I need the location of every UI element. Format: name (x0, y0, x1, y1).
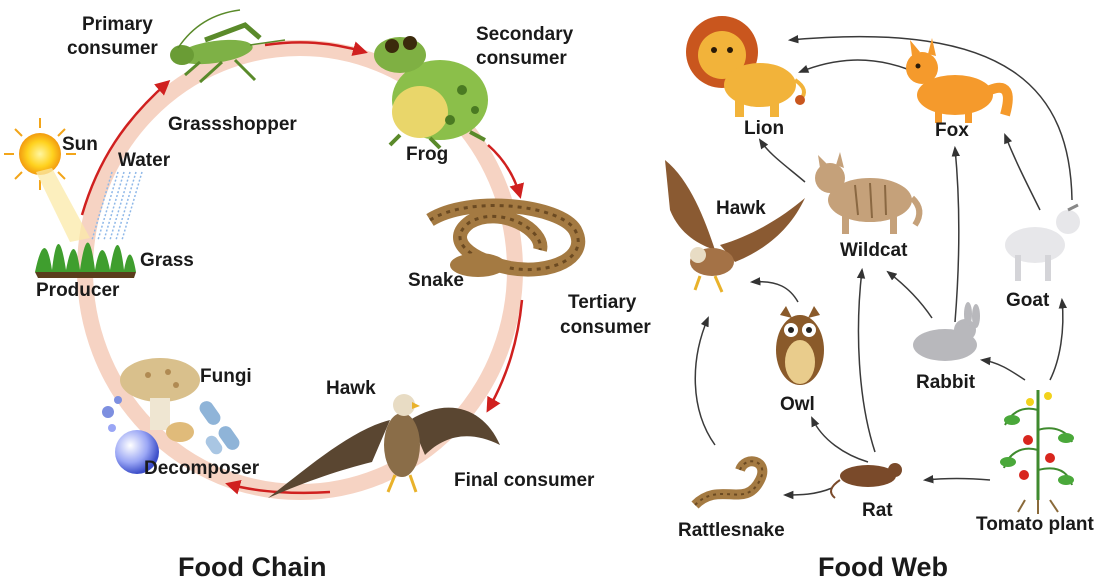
arrow-wildcat-to-lion (760, 140, 805, 182)
arrow-goat-to-fox (1005, 135, 1040, 210)
arrow-rat-to-rattlesnake (785, 488, 832, 495)
label-goat: Goat (1006, 290, 1049, 312)
label-primary-consumer-line1: Primary (82, 14, 153, 36)
rattlesnake-icon (695, 461, 762, 505)
label-snake: Snake (408, 270, 464, 292)
grass-icon (35, 243, 136, 279)
arrow-rabbit-to-wildcat (888, 272, 932, 318)
label-tomato-plant: Tomato plant (976, 514, 1094, 536)
wildcat-icon (815, 152, 919, 234)
label-wildcat: Wildcat (840, 240, 907, 262)
arrow-plant-to-goat (1050, 300, 1063, 380)
label-primary-consumer-line2: consumer (67, 38, 158, 60)
label-hawk-web: Hawk (716, 198, 766, 220)
label-decomposer: Decomposer (144, 458, 259, 480)
arrow-rattlesnake-to-hawk (695, 318, 715, 445)
food-chain-title: Food Chain (178, 552, 326, 583)
fox-icon (906, 38, 1008, 123)
rat-icon (831, 463, 902, 498)
goat-icon (1005, 205, 1080, 281)
arrow-owl-to-hawk (752, 282, 798, 302)
food-chain-diagram (4, 10, 578, 498)
arrow-plant-to-rat (925, 479, 990, 481)
tomato-plant-icon (1000, 390, 1074, 514)
label-hawk-chain: Hawk (326, 378, 376, 400)
label-secondary-consumer-line1: Secondary (476, 24, 573, 46)
label-rat: Rat (862, 500, 893, 522)
label-water: Water (118, 150, 170, 172)
label-grasshopper: Grassshopper (168, 114, 297, 136)
frog-icon (374, 36, 488, 148)
sunlight-beam (36, 168, 90, 242)
label-fungi: Fungi (200, 366, 252, 388)
label-frog: Frog (406, 144, 448, 166)
arrow-fox-to-lion (800, 60, 910, 72)
arrow-rabbit-to-fox (955, 148, 959, 322)
label-tertiary-consumer-line1: Tertiary (568, 292, 636, 314)
label-sun: Sun (62, 134, 98, 156)
rabbit-icon (913, 302, 980, 361)
label-secondary-consumer-line2: consumer (476, 48, 567, 70)
food-web-diagram (665, 16, 1080, 514)
food-web-title: Food Web (818, 552, 948, 583)
label-final-consumer: Final consumer (454, 470, 594, 492)
label-owl: Owl (780, 394, 815, 416)
label-rattlesnake: Rattlesnake (678, 520, 785, 542)
snake-icon (430, 206, 578, 277)
arrow-rat-to-owl (812, 418, 868, 462)
owl-icon (776, 306, 824, 385)
label-tertiary-consumer-line2: consumer (560, 317, 651, 339)
label-producer: Producer (36, 280, 119, 302)
arrow-plant-to-rabbit (982, 360, 1025, 380)
label-fox: Fox (935, 120, 969, 142)
hawk-web-icon (665, 160, 805, 292)
label-rabbit: Rabbit (916, 372, 975, 394)
label-lion: Lion (744, 118, 784, 140)
label-grass: Grass (140, 250, 194, 272)
arrow-rat-to-wildcat (858, 270, 875, 452)
lion-icon (686, 16, 805, 117)
